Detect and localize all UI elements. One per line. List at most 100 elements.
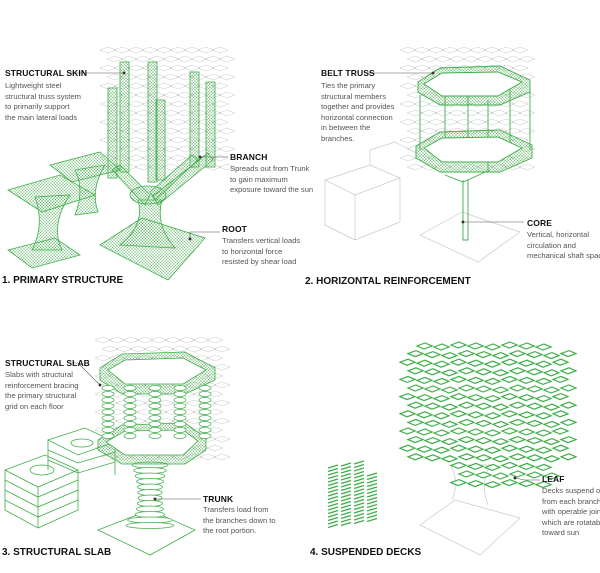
leaf-deck [423, 419, 442, 428]
ghost-plate [120, 55, 138, 63]
ghost-plate [462, 55, 480, 63]
ghost-plate [218, 73, 236, 81]
leaf-deck [491, 403, 510, 411]
slab-disc [198, 397, 212, 403]
slab-disc [101, 409, 115, 415]
ghost-plate [518, 55, 536, 63]
ghost-plate [213, 435, 231, 443]
callout-root-text: Transfers vertical loads to horizontal f… [222, 236, 300, 268]
leaf-deck [491, 420, 510, 429]
leaf-deck [551, 392, 570, 401]
leaf-deck [440, 369, 459, 377]
ghost-plate [218, 163, 236, 171]
slab-disc [198, 409, 212, 415]
leaf-deck [500, 461, 519, 470]
structural-slab-illustration [4, 351, 216, 556]
leaf-deck [559, 401, 578, 409]
ghost-plate [211, 136, 229, 144]
text-line: circulation and [527, 240, 576, 250]
leaf-deck [415, 445, 434, 453]
ghost-plate [213, 345, 231, 353]
slab-disc [101, 421, 115, 427]
leaf-deck [559, 435, 578, 444]
ghost-plate [127, 118, 145, 126]
ghost-plate [211, 64, 229, 72]
leaf-deck [500, 478, 519, 487]
ghost-plate [413, 64, 431, 72]
leaf-deck [398, 427, 417, 435]
ghost-plate [197, 46, 215, 54]
leaf-deck [466, 393, 485, 402]
callout-trunk-text: Transfers load from the branches down to… [203, 505, 276, 537]
ghost-plate [399, 82, 417, 90]
leaf-deck [415, 411, 434, 419]
side-deck [353, 488, 365, 493]
slab-disc [148, 385, 162, 391]
text-line: structural members [321, 91, 386, 101]
text-line: Lightweight steel [5, 81, 62, 90]
ghost-plate [99, 82, 117, 90]
leaf-deck [559, 349, 578, 358]
ghost-plate [211, 154, 229, 162]
ghost-plate [162, 127, 180, 135]
ghost-plate [413, 100, 431, 108]
leaf-deck [432, 446, 451, 454]
leaf-deck [474, 454, 493, 462]
side-deck [327, 474, 339, 480]
leaf-deck [525, 419, 544, 428]
ghost-plate [518, 127, 536, 135]
ghost-plate [169, 118, 187, 126]
leaf-deck [517, 428, 536, 436]
ghost-plate [206, 336, 224, 344]
side-deck [353, 484, 365, 490]
slab-disc [148, 415, 162, 421]
belt-truss-bottom [415, 129, 533, 173]
side-deck [327, 481, 339, 487]
ghost-plate [406, 127, 424, 135]
leaf-deck [500, 341, 519, 349]
side-deck [340, 462, 352, 467]
ghost-plate [427, 46, 445, 54]
slab-disc [101, 397, 115, 403]
ghost-plate [169, 100, 187, 108]
ghost-plate [169, 82, 187, 90]
slab-disc [173, 409, 187, 415]
ghost-plate [122, 336, 140, 344]
text-line: Decks suspend out [542, 486, 600, 495]
ghost-plate [399, 118, 417, 126]
leaf-deck [423, 402, 442, 410]
panel-title-horizontal-reinforcement: 2. HORIZONTAL REINFORCEMENT [305, 276, 471, 287]
callout-belt-truss-text: Ties the primary structural members toge… [321, 81, 394, 145]
text-line: mechanical shaft space [527, 251, 600, 261]
callout-structural-skin-label: STRUCTURAL SKIN [5, 68, 88, 78]
slab-disc [198, 415, 212, 421]
leaf-deck [534, 446, 553, 454]
primary-structure-illustration [7, 61, 216, 281]
leaf-deck [432, 377, 451, 386]
side-deck [340, 493, 352, 499]
leaf-deck [491, 351, 510, 360]
slab-disc [123, 391, 137, 397]
callout-core-text: Vertical, horizontal circulation and mec… [527, 230, 600, 262]
ghost-plate [113, 64, 131, 72]
ghost-plate [441, 118, 459, 126]
side-deck [327, 478, 339, 483]
ghost-plate [434, 55, 452, 63]
ghost-plate [204, 73, 222, 81]
side-deck [327, 523, 339, 529]
leaf-deck [525, 436, 544, 445]
slab-disc [123, 415, 137, 421]
leaf-deck [398, 358, 417, 366]
side-deck [366, 507, 378, 512]
ghost-plate [115, 417, 133, 425]
ghost-plate [162, 73, 180, 81]
side-deck [327, 509, 339, 515]
ghost-plate [218, 145, 236, 153]
leaf-deck [423, 385, 442, 393]
leaf-deck [534, 463, 553, 472]
side-deck [353, 495, 365, 500]
leaf-deck [551, 358, 570, 366]
ghost-plate [108, 336, 126, 344]
ghost-plate [169, 154, 187, 162]
ghost-plate [183, 118, 201, 126]
